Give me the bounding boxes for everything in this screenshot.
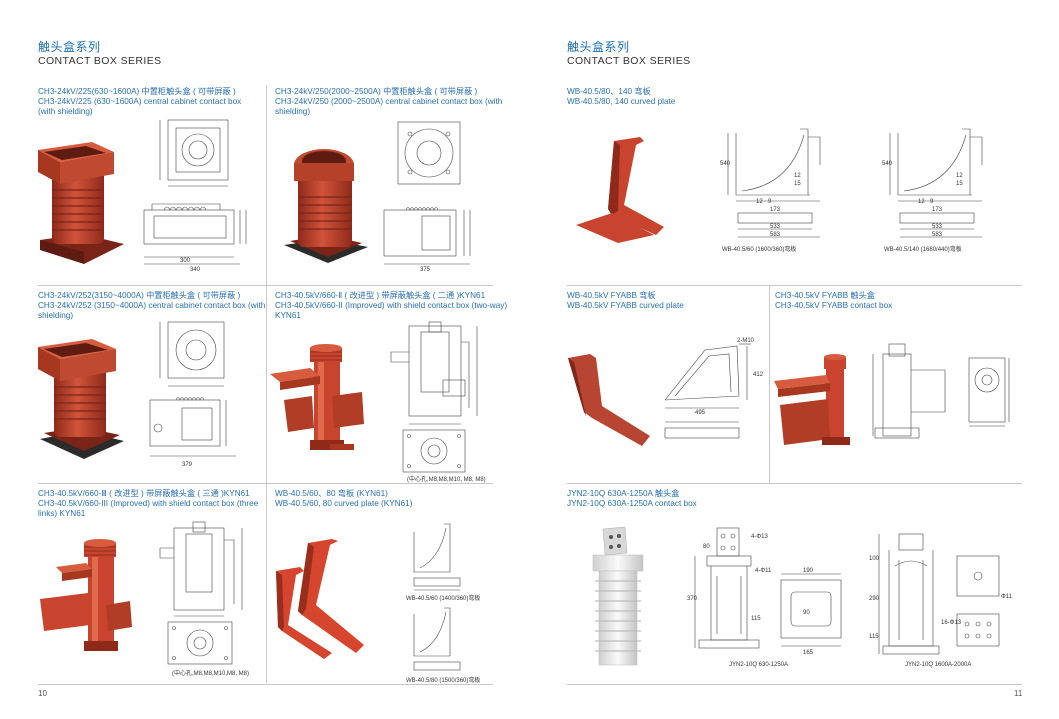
left-page: 触头盒系列 CONTACT BOX SERIES CH3-24kV/225(63…	[0, 0, 529, 719]
contact-box-product-image	[38, 142, 124, 264]
svg-text:190: 190	[803, 568, 814, 574]
svg-text:379: 379	[182, 462, 193, 468]
svg-text:300: 300	[180, 258, 191, 264]
svg-text:(中心孔,M8,M8,M10, M8, M8): (中心孔,M8,M8,M10, M8, M8)	[407, 475, 486, 483]
divider-v	[266, 85, 267, 683]
svg-text:JYN2-10Q 630-1250A: JYN2-10Q 630-1250A	[729, 662, 788, 668]
divider-h	[567, 684, 1022, 685]
svg-text:100: 100	[869, 556, 880, 562]
svg-text:WB-40.5/140 (1680/440)弯板: WB-40.5/140 (1680/440)弯板	[884, 245, 962, 253]
contact-box-drawing: 300 340	[143, 119, 247, 273]
svg-text:4-Φ11: 4-Φ11	[755, 568, 772, 574]
right-page: 触头盒系列 CONTACT BOX SERIES WB-40.5/80、140 …	[530, 0, 1059, 719]
page-number: 10	[38, 689, 47, 698]
curved-plate-drawing: 540 12 15 12 9 173 533 583 WB-40.5/140 (…	[882, 128, 983, 253]
svg-text:9: 9	[930, 199, 934, 205]
svg-text:115: 115	[751, 616, 761, 622]
svg-text:533: 533	[770, 224, 781, 230]
contact-box-product-image	[284, 149, 368, 263]
svg-text:12: 12	[794, 173, 801, 179]
svg-text:340: 340	[190, 267, 201, 273]
contact-box-product-image	[40, 539, 132, 651]
divider-h	[567, 483, 1022, 484]
svg-text:583: 583	[770, 232, 781, 238]
right-title-zh: 触头盒系列	[567, 40, 630, 54]
left-title-zh: 触头盒系列	[38, 40, 101, 54]
divider-h	[567, 285, 1022, 286]
item-caption: WB-40.5/80、140 弯板 WB-40.5/80, 140 curved…	[567, 87, 676, 106]
svg-text:(中心孔,M8,M8,M10,M8, M8): (中心孔,M8,M8,M10,M8, M8)	[172, 669, 249, 677]
contact-box-drawing: 100 290 115 16-Φ13 Φ11 JYN2-10Q 1600A-20…	[869, 533, 1013, 668]
contact-box-drawing: 375	[383, 121, 471, 273]
item-caption: WB-40.5kV FYABB 弯板 WB-40.5kV FYABB curve…	[567, 291, 684, 310]
right-title-en: CONTACT BOX SERIES	[567, 55, 691, 67]
svg-text:Φ11: Φ11	[1001, 594, 1013, 600]
svg-text:4-Φ13: 4-Φ13	[751, 534, 768, 540]
svg-text:2-M10: 2-M10	[737, 338, 755, 344]
contact-box-drawing: 379	[149, 321, 236, 468]
contact-box-drawing: 80 4-Φ13 4-Φ11 190 165 370 115 90 JYN2-1…	[687, 527, 842, 668]
left-title-en: CONTACT BOX SERIES	[38, 55, 162, 67]
svg-text:495: 495	[695, 410, 706, 416]
svg-text:15: 15	[794, 181, 801, 187]
svg-text:533: 533	[932, 224, 943, 230]
svg-text:583: 583	[932, 232, 943, 238]
curved-plate-drawing: 540 12 15 12 9 173 533 583 WB-40.5/60 (1…	[720, 128, 821, 253]
item-caption: CH3-40.5kV/660-Ⅲ ( 改进型 ) 带屏蔽触头盒 ( 三通 )KY…	[38, 489, 259, 518]
curved-plate-drawing: WB-40.5/60 (1400/360)弯板 WB-40.5/80 (1500…	[406, 523, 480, 684]
curved-plate-product-image	[276, 539, 364, 659]
divider-h	[38, 285, 493, 286]
svg-text:9: 9	[768, 199, 772, 205]
svg-text:12: 12	[956, 173, 963, 179]
item-caption: CH3-40.5kV FYABB 触头盒 CH3-40.5kV FYABB co…	[775, 291, 893, 310]
contact-box-product-image	[270, 344, 364, 450]
svg-text:173: 173	[770, 207, 781, 213]
svg-text:15: 15	[956, 181, 963, 187]
svg-text:JYN2-10Q 1600A-2000A: JYN2-10Q 1600A-2000A	[905, 662, 971, 668]
contact-box-drawing: (中心孔,M8,M8,M10,M8, M8)	[159, 521, 249, 677]
item-caption: JYN2-10Q 630A-1250A 触头盒 JYN2-10Q 630A-12…	[567, 489, 697, 508]
svg-text:375: 375	[420, 267, 431, 273]
svg-text:173: 173	[932, 207, 943, 213]
curved-plate-drawing: 2-M10 412 495	[664, 338, 764, 439]
svg-text:WB-40.5/60 (1600/360)弯板: WB-40.5/60 (1600/360)弯板	[722, 245, 796, 253]
svg-text:90: 90	[803, 610, 810, 616]
svg-text:370: 370	[687, 596, 698, 602]
divider-v	[769, 286, 770, 483]
item-caption: WB-40.5/60、80 弯板 (KYN61) WB-40.5/60, 80 …	[275, 489, 413, 508]
svg-text:540: 540	[720, 161, 731, 167]
item-caption: CH3-40.5kV/660-Ⅱ ( 改进型 ) 带屏蔽触头盒 ( 二通 )KY…	[275, 291, 508, 320]
svg-text:290: 290	[869, 596, 880, 602]
svg-text:WB-40.5/60 (1400/360)弯板: WB-40.5/60 (1400/360)弯板	[406, 594, 480, 602]
item-caption: CH3-24kV/250(2000~2500A) 中置柜触头盒 ( 可带屏蔽 )…	[275, 87, 503, 116]
divider-h	[38, 483, 493, 484]
svg-text:115: 115	[869, 634, 879, 640]
svg-text:540: 540	[882, 161, 893, 167]
svg-text:16-Φ13: 16-Φ13	[941, 620, 962, 626]
curved-plate-product-image	[576, 137, 664, 243]
svg-text:165: 165	[803, 650, 814, 656]
divider-h	[38, 684, 493, 685]
curved-plate-product-image	[568, 354, 650, 446]
contact-box-product-image	[38, 339, 124, 459]
svg-text:80: 80	[703, 544, 710, 550]
svg-text:12: 12	[918, 199, 925, 205]
page-number: 11	[1014, 689, 1023, 698]
svg-text:412: 412	[753, 372, 764, 378]
contact-box-drawing	[872, 343, 1010, 439]
contact-box-product-image	[774, 354, 850, 445]
svg-text:WB-40.5/80 (1500/360)弯板: WB-40.5/80 (1500/360)弯板	[406, 676, 480, 684]
insulator-contact-box-image	[592, 526, 644, 666]
contact-box-drawing: (中心孔,M8,M8,M10, M8, M8)	[390, 321, 486, 483]
item-caption: CH3-24kV/252(3150~4000A) 中置柜触头盒 ( 可带屏蔽 )…	[38, 291, 266, 320]
item-caption: CH3-24kV/225(630~1600A) 中置柜触头盒 ( 可带屏蔽 ) …	[38, 87, 242, 116]
svg-text:12: 12	[756, 199, 763, 205]
